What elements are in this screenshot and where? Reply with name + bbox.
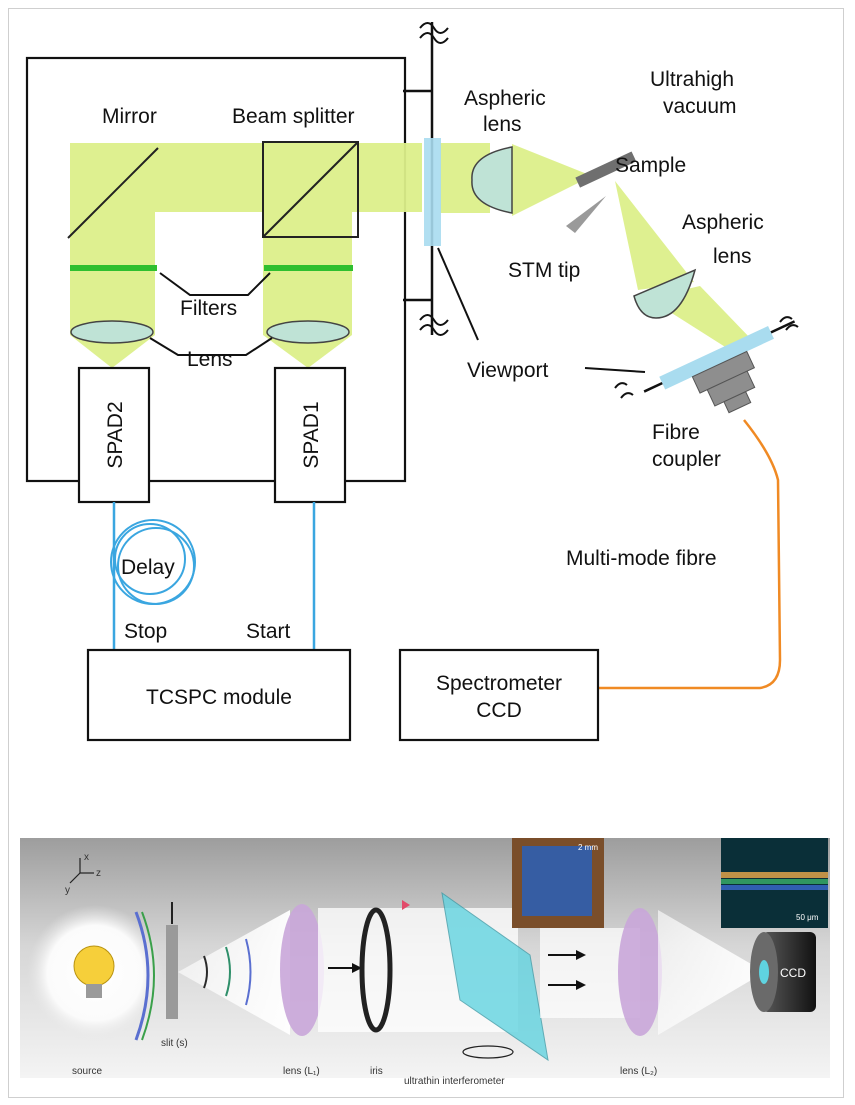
aspheric-lens-2-label-line1: Aspheric [682,211,764,234]
fibre-coupler-label-line2: coupler [652,448,721,471]
spectrometer-box [398,648,600,742]
spad1-box [273,366,347,504]
lens-left [70,320,154,344]
spectrometer-label-line1: Spectrometer [436,672,562,695]
delay-label: Delay [121,556,175,579]
uhv-label-line2: vacuum [663,95,737,118]
tcspc-box [86,648,352,742]
multimode-fibre-line [598,419,782,690]
beam-from-sample [615,181,694,290]
tcspc-label: TCSPC module [146,686,292,709]
viewport-window-1 [424,138,441,246]
viewport-leader-2 [584,367,646,373]
lens-right [266,320,350,344]
fibre-coupler-label-line1: Fibre [652,421,700,444]
lens-label: Lens [187,348,233,371]
filter-right [264,265,353,271]
aspheric-lens-1-label-line2: lens [483,113,522,136]
top-diagram: Ultrahigh vacuum Mirror Beam splitter As… [25,22,799,742]
filter-left [70,265,157,271]
coupler-tip [723,390,752,414]
figure-frame [8,8,844,1098]
filters-leader [159,272,271,296]
stm-tip-label: STM tip [508,259,580,282]
right-vertical-beam [263,212,352,368]
beam-splitter-diagonal [262,141,359,238]
main-beam [70,143,422,212]
mirror-element [67,147,159,239]
beam-to-sample [512,144,592,216]
aspheric-lens-2-label-line2: lens [713,245,752,268]
delay-loop-3 [114,523,186,595]
spad2-box [77,366,151,504]
beam-splitter-label: Beam splitter [232,105,355,128]
lens-leader [149,337,273,356]
multimode-fibre-label: Multi-mode fibre [566,547,717,570]
sample-element [575,151,637,188]
wall-break-top [419,22,449,44]
viewport-label: Viewport [467,359,548,382]
aspheric-lens-2 [633,268,697,319]
aspheric-lens-1 [471,146,513,214]
aspheric-lens-1-label-line1: Aspheric [464,87,546,110]
start-label: Start [246,620,291,643]
viewport-leader-1 [437,247,479,341]
viewport-window-2 [659,326,774,390]
stop-label: Stop [124,620,167,643]
delay-loop-2 [117,527,195,605]
left-vertical-beam [70,212,155,368]
coupler-break-left [614,382,634,399]
spad1-label: SPAD1 [300,401,323,468]
spectrometer-label-line2: CCD [476,699,522,722]
uhv-label-line1: Ultrahigh [650,68,734,91]
wall-break-bottom [419,314,449,336]
coupler-break-right [779,316,799,331]
spad2-label: SPAD2 [104,401,127,468]
fibre-coupler-assembly [643,320,796,414]
filters-label: Filters [180,297,237,320]
stm-tip [566,196,606,233]
mirror-label: Mirror [102,105,157,128]
sample-label: Sample [615,154,686,177]
beam-splitter-cube [262,141,359,238]
